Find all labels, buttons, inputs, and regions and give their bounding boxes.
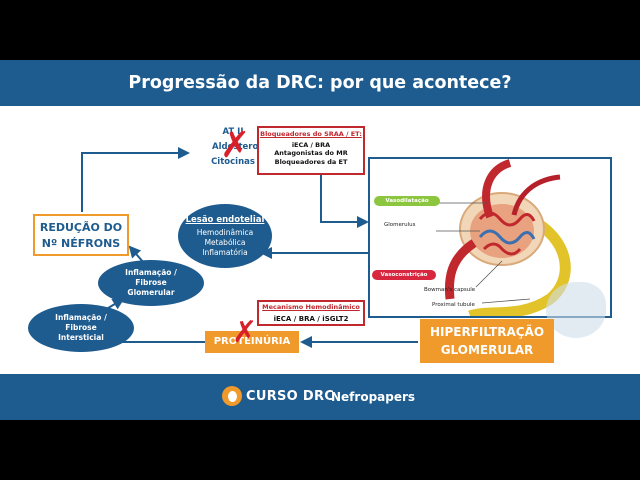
lesao-header: Lesão endotelial: [185, 214, 265, 225]
node-inflamacao-glomerular: Inflamação / Fibrose Glomerular: [98, 260, 204, 306]
footer-brand: CURSO DRC: [246, 389, 335, 404]
at-ii-label: AT II: [222, 127, 244, 137]
lesao-line-2: Metabólica: [204, 237, 246, 247]
mecanismo-line: iECA / BRA / iSGLT2: [273, 314, 349, 323]
kidney-watermark-icon: [546, 282, 606, 338]
tag-vasoconstricao: Vasoconstrição: [372, 270, 436, 280]
glomerulus-illustration: [436, 159, 571, 316]
reducao-line-2: Nº NÉFRONS: [41, 237, 121, 250]
aldosterona-label: Aldosterona: [212, 142, 271, 152]
title-bar: [0, 60, 640, 106]
box-mecanismo-hemodinamico: Mecanismo Hemodinâmico iECA / BRA / iSGL…: [257, 300, 365, 326]
slide-title: Progressão da DRC: por que acontece?: [128, 73, 512, 93]
label-glomerulus: Glomerulus: [384, 222, 416, 228]
box-bloqueadores-sraa: Bloqueadores do SRAA / ET: iECA / BRA An…: [257, 126, 365, 175]
footer-bar: [0, 374, 640, 420]
bloq-sraa-line-2: Antagonistas do MR: [274, 149, 348, 157]
tag-vasodilatacao: Vasodilatação: [374, 196, 440, 206]
cross-mark-icon: ✗: [232, 315, 258, 350]
node-at-ii: AT II Aldosterona Citocinas: [198, 125, 271, 170]
node-inflamacao-intersticial: Inflamação / Fibrose Intersticial: [28, 304, 134, 352]
hiper-line-2: GLOMERULAR: [440, 343, 534, 357]
node-lesao-endotelial: Lesão endotelial Hemodinâmica Metabólica…: [178, 204, 272, 268]
node-proteinuria: PROTEINÚRIA: [205, 331, 299, 353]
bloq-sraa-header: Bloqueadores do SRAA / ET:: [260, 130, 362, 138]
bloq-sraa-line-1: iECA / BRA: [291, 140, 331, 149]
reducao-line-1: REDUÇÃO DO: [39, 221, 123, 234]
inflam-glom-line-1: Inflamação /: [125, 268, 177, 277]
inflam-int-line-2: Fibrose: [65, 323, 97, 332]
kidney-logo-icon: [222, 386, 242, 406]
citocinas-label: Citocinas: [211, 157, 255, 167]
cross-mark-icon: ✗: [220, 125, 251, 166]
lesao-line-3: Inflamatória: [202, 247, 248, 257]
inflam-glom-line-3: Glomerular: [127, 288, 175, 297]
efferent-arteriole-shape: [482, 159, 512, 219]
node-reducao-nefrons: REDUÇÃO DO Nº NÉFRONS: [33, 214, 129, 256]
afferent-arteriole-shape: [444, 239, 477, 300]
inflam-int-line-3: Intersticial: [58, 333, 104, 342]
lesao-line-1: Hemodinâmica: [196, 227, 254, 237]
label-bowman-capsule: Bowman's capsule: [424, 287, 476, 293]
label-proximal-tubule: Proximal tubule: [432, 302, 475, 308]
hiper-line-1: HIPERFILTRAÇÃO: [429, 325, 545, 339]
arrow-reducao-to-atii: [81, 147, 190, 212]
node-hiperfiltracao: HIPERFILTRAÇÃO GLOMERULAR: [420, 319, 554, 363]
inflam-int-line-1: Inflamação /: [55, 313, 107, 322]
bloq-sraa-line-3: Bloqueadores da ET: [274, 157, 348, 166]
arrow-bloq-to-figure: [320, 175, 369, 228]
inflam-glom-line-2: Fibrose: [135, 278, 167, 287]
footer-subbrand: Nefropapers: [331, 390, 416, 404]
mecanismo-header: Mecanismo Hemodinâmico: [262, 303, 360, 311]
